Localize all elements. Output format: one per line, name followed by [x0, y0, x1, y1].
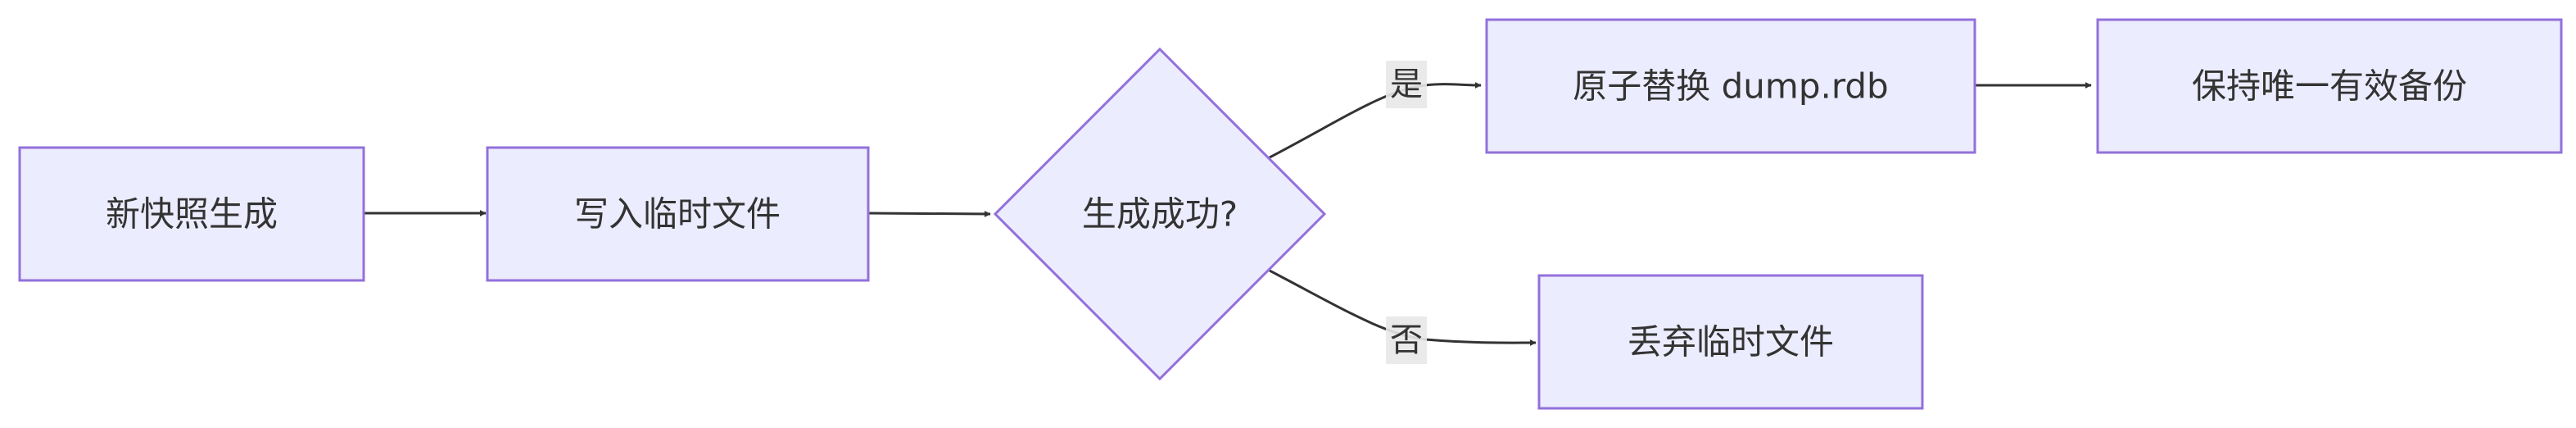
- edge-write-temp-to-success: [867, 210, 991, 217]
- node-keep-backup: 保持唯一有效备份: [2096, 18, 2563, 154]
- edge-success-to-atomic-replace: [1269, 81, 1482, 159]
- svg-text:生成成功?: 生成成功?: [1082, 194, 1238, 234]
- node-success-decision: 生成成功?: [993, 47, 1327, 381]
- svg-text:写入临时文件: 写入临时文件: [574, 194, 781, 234]
- node-atomic-replace: 原子替换 dump.rdb: [1485, 18, 1976, 154]
- svg-text:原子替换 dump.rdb: 原子替换 dump.rdb: [1573, 66, 1888, 107]
- node-new-snapshot: 新快照生成: [18, 146, 365, 282]
- node-discard-temp: 丢弃临时文件: [1537, 274, 1924, 410]
- svg-text:否: 否: [1390, 321, 1423, 359]
- svg-text:丢弃临时文件: 丢弃临时文件: [1628, 322, 1834, 362]
- svg-text:保持唯一有效备份: 保持唯一有效备份: [2192, 66, 2467, 107]
- svg-text:是: 是: [1390, 66, 1423, 103]
- node-write-temp: 写入临时文件: [486, 146, 870, 282]
- svg-text:新快照生成: 新快照生成: [106, 194, 278, 234]
- edge-label-no: 否: [1386, 316, 1427, 364]
- edge-label-yes: 是: [1386, 61, 1427, 108]
